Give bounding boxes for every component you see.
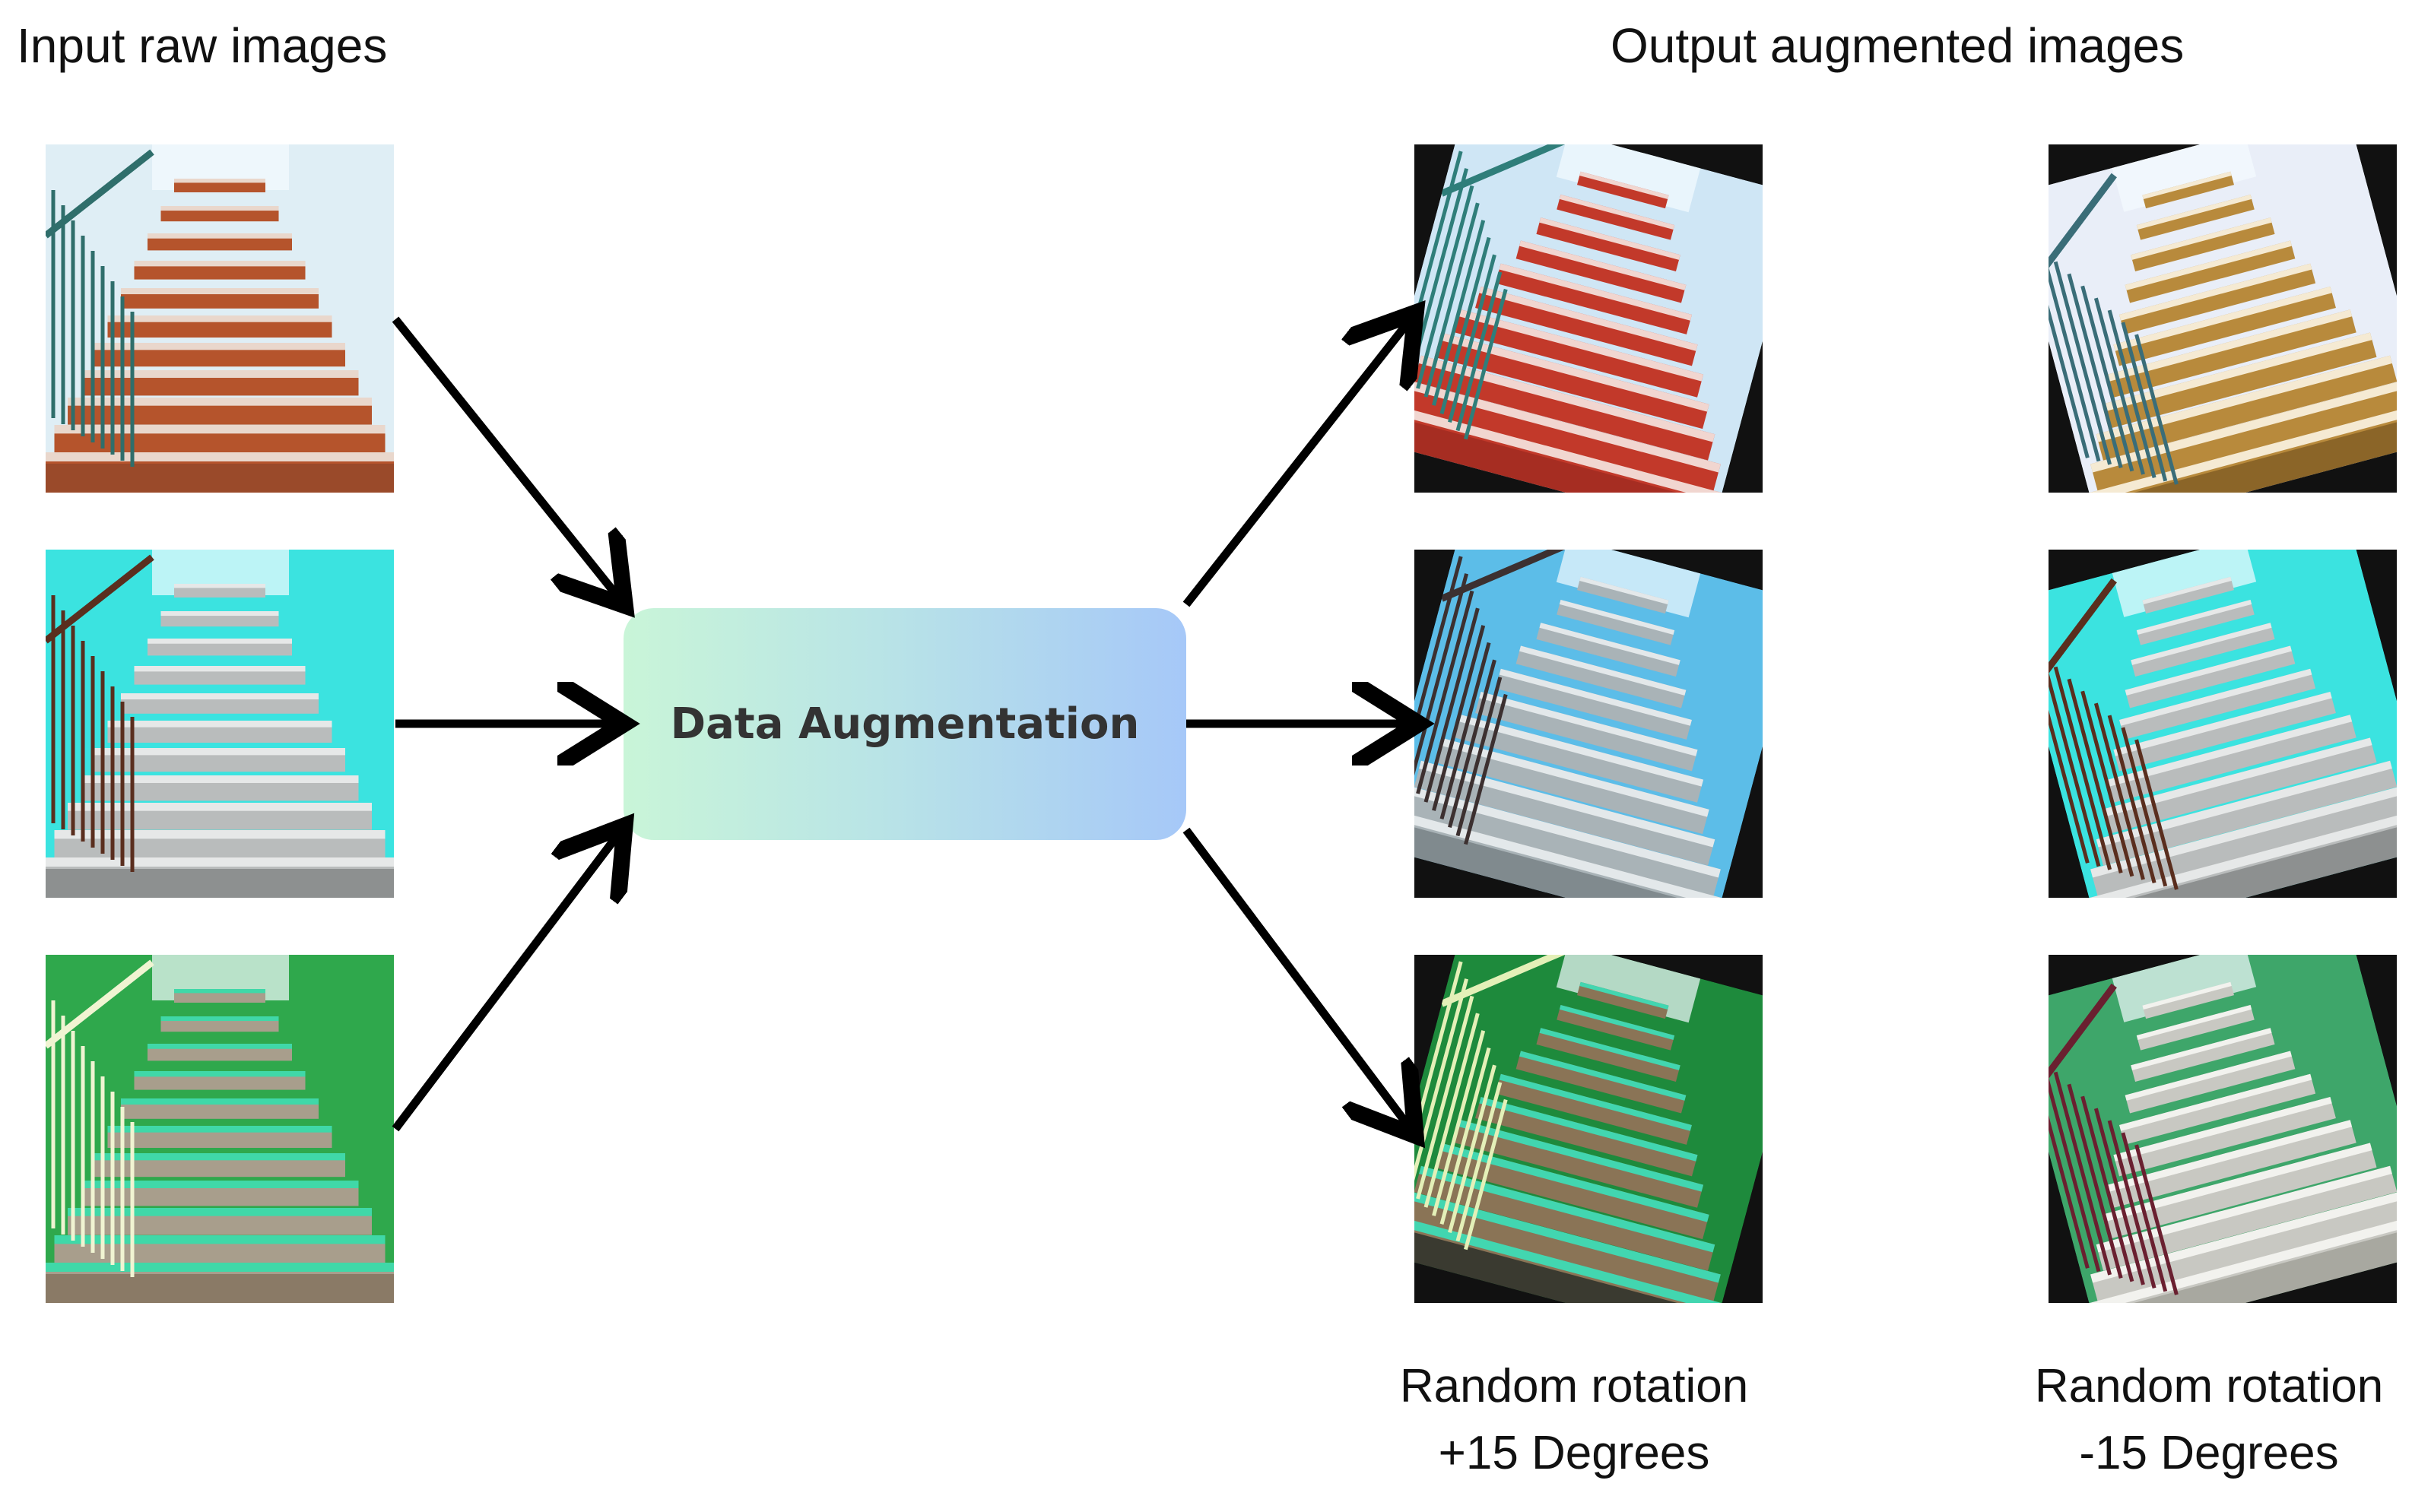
caption-neg-line-1: Random rotation	[2034, 1360, 2384, 1412]
input-title: Input raw images	[17, 18, 388, 73]
caption-neg-line-2: -15 Degrees	[2079, 1427, 2339, 1480]
staircase-photo-icon	[2049, 550, 2397, 898]
output-image-neg-2	[2049, 550, 2397, 898]
data-augmentation-box: Data Augmentation	[624, 608, 1186, 840]
input-image-1	[46, 144, 394, 493]
caption-negative-rotation: Random rotation -15 Degrees	[1996, 1353, 2422, 1487]
staircase-photo-icon	[1414, 144, 1763, 493]
output-image-neg-1	[2049, 144, 2397, 493]
staircase-photo-icon	[1414, 955, 1763, 1303]
staircase-photo-icon	[1414, 550, 1763, 898]
caption-pos-line-1: Random rotation	[1399, 1360, 1749, 1412]
output-image-neg-3	[2049, 955, 2397, 1303]
staircase-photo-icon	[46, 955, 394, 1303]
staircase-photo-icon	[2049, 955, 2397, 1303]
staircase-photo-icon	[2049, 144, 2397, 493]
arrow-output-3	[1182, 827, 1411, 1129]
input-image-3	[46, 955, 394, 1303]
caption-pos-line-2: +15 Degrees	[1438, 1427, 1710, 1480]
arrow-input-3	[392, 832, 620, 1132]
staircase-photo-icon	[46, 550, 394, 898]
output-title: Output augmented images	[1611, 18, 2185, 73]
input-image-2	[46, 550, 394, 898]
output-image-pos-3	[1414, 955, 1763, 1303]
data-augmentation-label: Data Augmentation	[670, 699, 1140, 749]
arrow-input-1	[392, 316, 620, 599]
arrow-output-1	[1182, 319, 1411, 607]
output-image-pos-1	[1414, 144, 1763, 493]
output-image-pos-2	[1414, 550, 1763, 898]
staircase-photo-icon	[46, 144, 394, 493]
caption-positive-rotation: Random rotation +15 Degrees	[1361, 1353, 1787, 1487]
